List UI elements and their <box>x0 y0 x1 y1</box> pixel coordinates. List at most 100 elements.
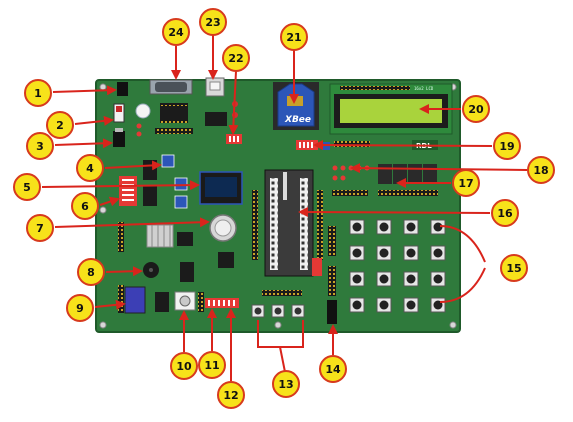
dip-lever <box>122 199 134 201</box>
lcd-header-label: 16x2 LCD <box>414 86 434 91</box>
power-switch-lever <box>116 106 122 112</box>
mount-hole <box>274 321 282 329</box>
callout-circle <box>280 23 308 51</box>
usb-ic <box>205 112 227 126</box>
callout-number: 7 <box>36 222 44 235</box>
keypad-key <box>430 271 446 287</box>
mount-hole <box>449 321 457 329</box>
dip-lever <box>237 136 239 142</box>
keypad-key <box>349 271 365 287</box>
small-button-cap <box>274 307 282 315</box>
arrow-7 <box>54 217 210 228</box>
rs232-ic <box>160 106 188 120</box>
callout-10: 10 <box>170 352 198 380</box>
heatsink <box>146 224 174 248</box>
callout-6: 6 <box>71 192 99 220</box>
callout-2: 2 <box>46 111 74 139</box>
dip-switch-bottom <box>205 298 239 308</box>
callout-19: 19 <box>493 132 521 160</box>
callout-circle <box>26 214 54 242</box>
dip-lever <box>233 300 235 306</box>
keypad-key <box>376 297 392 313</box>
dip-lever <box>122 179 134 181</box>
callout-17: 17 <box>452 169 480 197</box>
header-pins <box>332 190 368 196</box>
callout-number: 21 <box>286 31 301 44</box>
callout-number: 9 <box>76 302 84 315</box>
zif-holes <box>300 178 308 270</box>
callout-circle <box>527 156 555 184</box>
dip-lever <box>311 142 313 148</box>
callout-12: 12 <box>217 381 245 409</box>
arrow-16 <box>298 207 491 218</box>
dip-lever <box>228 300 230 306</box>
dip-lever <box>208 300 210 306</box>
mount-hole <box>99 83 107 91</box>
callout-circle <box>491 199 519 227</box>
ic-chip <box>155 292 169 312</box>
lcd-screen <box>340 99 442 123</box>
xbee-label: XBee <box>284 115 311 125</box>
dip-lever <box>303 142 305 148</box>
callout-14: 14 <box>319 355 347 383</box>
callout-number: 8 <box>87 266 95 279</box>
header-pins <box>198 292 204 312</box>
callout-circle <box>452 169 480 197</box>
callout-circle <box>162 18 190 46</box>
callout-24: 24 <box>162 18 190 46</box>
dip-lever <box>299 142 301 148</box>
callout-4: 4 <box>76 154 104 182</box>
seven-segment <box>423 164 437 184</box>
callout-22: 22 <box>222 44 250 72</box>
keypad-key <box>349 297 365 313</box>
callout-circle <box>493 132 521 160</box>
ic-chip <box>180 262 194 282</box>
keypad-key-cap <box>379 222 389 232</box>
keypad-key-cap <box>352 222 362 232</box>
callout-circle <box>222 44 250 72</box>
keypad-key <box>376 219 392 235</box>
callout-7: 7 <box>26 214 54 242</box>
side-header <box>327 300 337 324</box>
callout-number: 20 <box>468 103 484 116</box>
keypad-key-cap <box>433 222 443 232</box>
keypad-key-cap <box>379 300 389 310</box>
callout-number: 19 <box>499 140 514 153</box>
callout-number: 3 <box>36 140 44 153</box>
callout-number: 23 <box>205 16 220 29</box>
callout-number: 2 <box>56 119 64 132</box>
led-indicator <box>136 123 142 129</box>
dip-lever <box>218 300 220 306</box>
header-pins <box>328 226 336 256</box>
callout-circle <box>76 154 104 182</box>
bracket-15 <box>439 225 486 303</box>
mount-hole <box>99 321 107 329</box>
callout-number: 17 <box>458 177 473 190</box>
crystal-can <box>135 103 151 119</box>
dip-lever <box>122 194 134 196</box>
led <box>332 175 338 181</box>
bracket-13 <box>257 320 304 373</box>
keypad-key <box>376 245 392 261</box>
callout-number: 4 <box>86 162 94 175</box>
callout-circle <box>500 254 528 282</box>
dip-lever <box>213 300 215 306</box>
callout-number: 15 <box>506 262 521 275</box>
header-pins <box>378 190 438 196</box>
dip-lever <box>233 136 235 142</box>
callout-circle <box>272 370 300 398</box>
db9-connector <box>155 82 187 92</box>
header-pins <box>262 290 302 296</box>
keypad-key <box>430 219 446 235</box>
callout-11: 11 <box>198 351 226 379</box>
header-pins <box>118 285 124 313</box>
callout-circle <box>66 294 94 322</box>
callout-1: 1 <box>24 79 52 107</box>
callout-16: 16 <box>491 199 519 227</box>
callout-15: 15 <box>500 254 528 282</box>
callout-circle <box>199 8 227 36</box>
callout-circle <box>170 352 198 380</box>
arrow-9 <box>94 299 126 310</box>
keypad-key <box>349 219 365 235</box>
